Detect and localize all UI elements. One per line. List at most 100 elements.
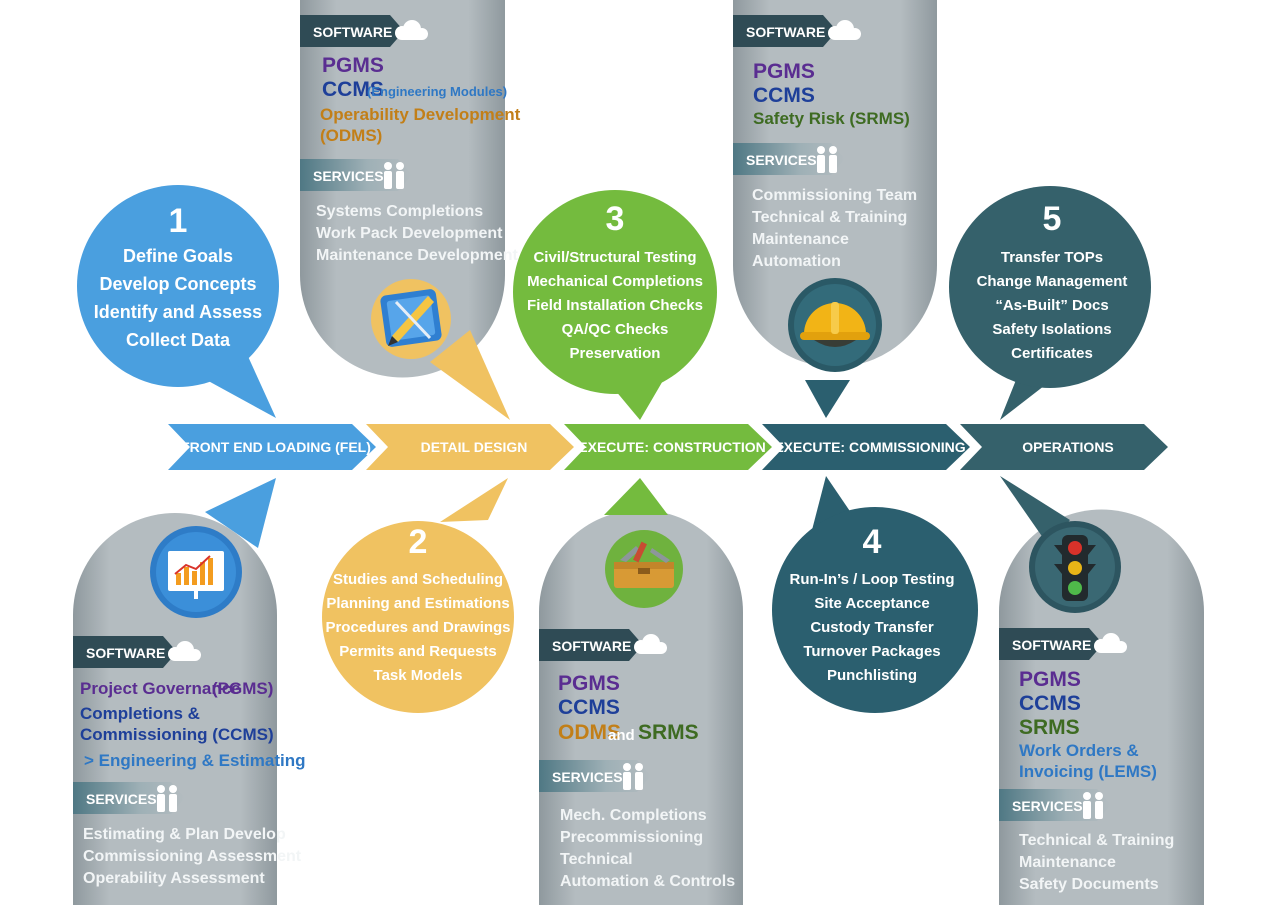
software-item: Work Orders & xyxy=(1019,741,1139,760)
chart-board-icon xyxy=(150,526,242,618)
bubble-line: Site Acceptance xyxy=(814,595,929,612)
service-item: Maintenance xyxy=(752,231,849,248)
bubble-line: Transfer TOPs xyxy=(1001,249,1103,266)
bubble-line: Field Installation Checks xyxy=(527,297,703,314)
panel-construction xyxy=(539,510,743,905)
people-icon xyxy=(157,785,177,812)
software-item: Operability Development xyxy=(320,105,521,124)
blueprint-pencil-icon xyxy=(371,279,451,359)
service-item: Automation xyxy=(752,253,841,270)
stage-label: EXECUTE: CONSTRUCTION xyxy=(578,439,765,455)
bubble-line: QA/QC Checks xyxy=(562,321,669,338)
software-item: > Engineering & Estimating xyxy=(84,751,306,770)
bubble-3 xyxy=(513,190,717,420)
software-item: Completions & xyxy=(80,704,200,723)
software-item: ODMS xyxy=(558,721,621,744)
bubble-line: Punchlisting xyxy=(827,667,917,684)
stage-arrow xyxy=(564,424,772,470)
people-icon xyxy=(817,146,837,173)
bubble-number: 3 xyxy=(606,200,625,238)
cloud-icon xyxy=(634,634,667,654)
software-tag-label: SOFTWARE xyxy=(313,24,392,40)
service-item: Systems Completions xyxy=(316,203,483,220)
bubble-line: Collect Data xyxy=(126,330,231,350)
software-item: and xyxy=(608,727,635,744)
software-tag-label: SOFTWARE xyxy=(552,638,631,654)
stage-label: FRONT END LOADING (FEL) xyxy=(181,439,371,455)
bubble-2 xyxy=(322,478,514,713)
bubble-line: Preservation xyxy=(570,345,661,362)
software-item: PGMS xyxy=(558,672,620,695)
bubble-number: 5 xyxy=(1043,200,1062,238)
hard-hat-icon xyxy=(788,278,882,372)
service-item: Automation & Controls xyxy=(560,873,735,890)
traffic-light-icon xyxy=(1029,521,1121,613)
bubble-number: 1 xyxy=(169,202,188,240)
people-icon xyxy=(1083,792,1103,819)
bubble-5 xyxy=(949,186,1151,420)
software-item: (Engineering Modules) xyxy=(367,84,507,99)
stage-arrow xyxy=(960,424,1168,470)
service-item: Commissioning Assessment xyxy=(83,848,302,865)
software-item: Invoicing (LEMS) xyxy=(1019,762,1157,781)
service-item: Technical & Training xyxy=(752,209,907,226)
cloud-icon xyxy=(1094,633,1127,653)
software-tag-label: SOFTWARE xyxy=(86,645,165,661)
bubble-line: Identify and Assess xyxy=(94,302,262,322)
pointer-panel-1 xyxy=(205,478,276,548)
service-item: Technical & Training xyxy=(1019,832,1174,849)
pointer-panel-2 xyxy=(430,330,510,420)
service-item: Precommissioning xyxy=(560,829,703,846)
software-tag xyxy=(539,629,643,661)
pointer-panel-3 xyxy=(604,478,668,515)
people-icon xyxy=(623,763,643,790)
software-item: CCMS xyxy=(1019,692,1081,715)
pointer-panel-4 xyxy=(805,380,850,418)
service-item: Estimating & Plan Develop xyxy=(83,826,286,843)
bubble-line: Permits and Requests xyxy=(339,643,497,660)
stage-arrow xyxy=(366,424,574,470)
service-item: Maintenance Development xyxy=(316,247,519,264)
bubble-line: Mechanical Completions xyxy=(527,273,703,290)
people-icon xyxy=(384,162,404,189)
software-item: PGMS xyxy=(753,60,815,83)
services-tag-label: SERVICES xyxy=(86,791,157,807)
software-item: PGMS xyxy=(322,54,384,77)
bubble-line: Define Goals xyxy=(123,246,233,266)
services-tag-label: SERVICES xyxy=(746,152,817,168)
software-item: CCMS xyxy=(753,84,815,107)
service-item: Mech. Completions xyxy=(560,807,707,824)
bubble-line: “As-Built” Docs xyxy=(995,297,1108,314)
bubble-line: Civil/Structural Testing xyxy=(533,249,696,266)
panel-commissioning xyxy=(733,0,937,367)
software-item: Commissioning (CCMS) xyxy=(80,725,274,744)
service-item: Technical xyxy=(560,851,633,868)
bubble-line: Turnover Packages xyxy=(803,643,940,660)
stage-arrow xyxy=(168,424,376,470)
service-item: Operability Assessment xyxy=(83,870,265,887)
bubble-line: Task Models xyxy=(374,667,463,684)
bubble-line: Safety Isolations xyxy=(992,321,1111,338)
software-item: PGMS xyxy=(1019,668,1081,691)
services-tag-label: SERVICES xyxy=(1012,798,1083,814)
bubble-line: Certificates xyxy=(1011,345,1093,362)
service-item: Maintenance xyxy=(1019,854,1116,871)
software-item: Safety Risk (SRMS) xyxy=(753,109,910,128)
services-tag-label: SERVICES xyxy=(552,769,623,785)
stage-label: OPERATIONS xyxy=(1022,439,1114,455)
software-item: SRMS xyxy=(1019,716,1080,739)
software-tag xyxy=(73,636,177,668)
bubble-number: 2 xyxy=(409,523,428,561)
bubble-number: 4 xyxy=(863,523,882,561)
software-item: SRMS xyxy=(638,721,699,744)
stage-label: EXECUTE: COMMISSIONING xyxy=(774,439,965,455)
bubble-line: Develop Concepts xyxy=(99,274,256,294)
services-tag-label: SERVICES xyxy=(313,168,384,184)
software-tag-label: SOFTWARE xyxy=(746,24,825,40)
stage-arrow xyxy=(762,424,970,470)
software-tag-label: SOFTWARE xyxy=(1012,637,1091,653)
software-tag xyxy=(999,628,1103,660)
service-item: Commissioning Team xyxy=(752,187,917,204)
